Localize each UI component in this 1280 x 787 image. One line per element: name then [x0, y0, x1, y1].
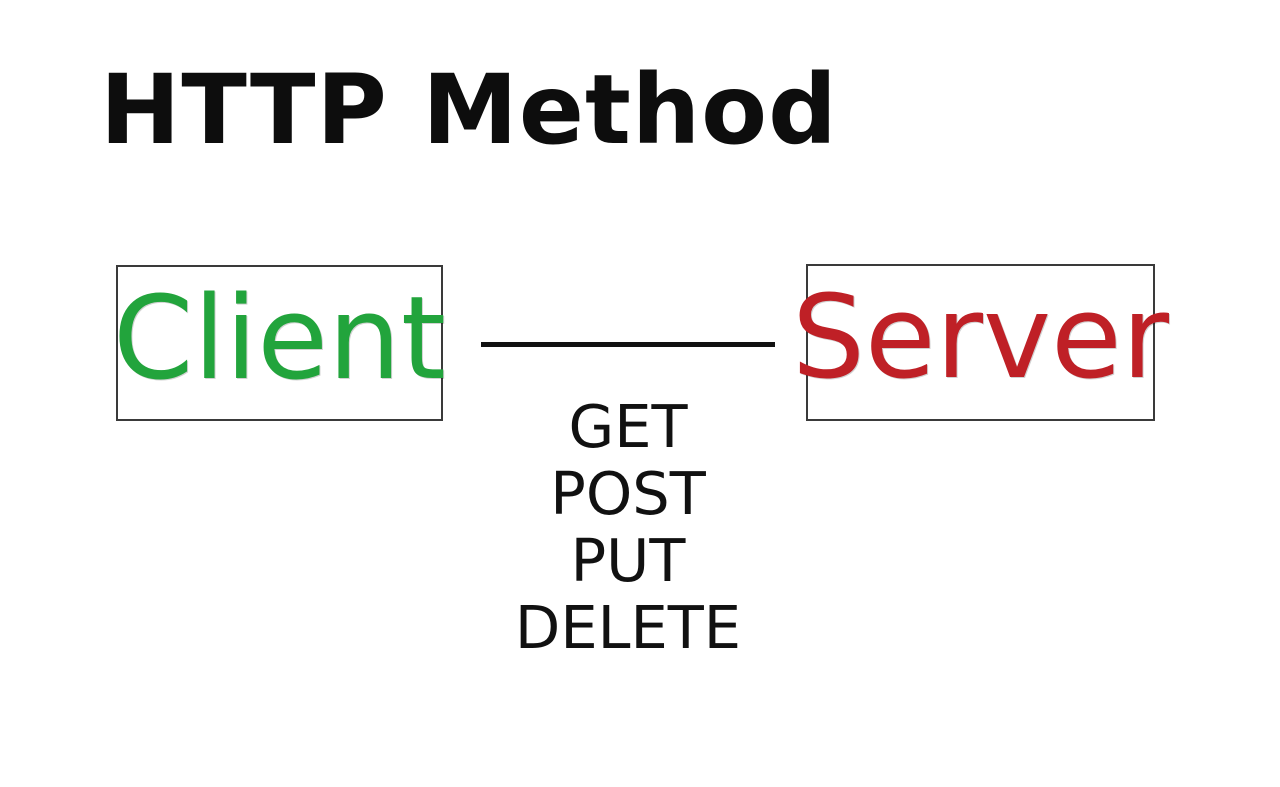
server-node-box: Server — [792, 264, 1169, 421]
method-item-delete: DELETE — [514, 593, 742, 662]
method-item-put: PUT — [570, 526, 686, 595]
client-node-label: Client — [113, 271, 446, 406]
method-item-get: GET — [568, 392, 688, 461]
http-method-list: GET POST PUT DELETE — [428, 393, 828, 661]
page-title: HTTP Method — [100, 54, 838, 166]
client-node-box: Client — [113, 265, 446, 421]
method-item-post: POST — [550, 459, 706, 528]
server-node-label: Server — [791, 271, 1170, 405]
client-server-connector-line — [481, 342, 775, 347]
